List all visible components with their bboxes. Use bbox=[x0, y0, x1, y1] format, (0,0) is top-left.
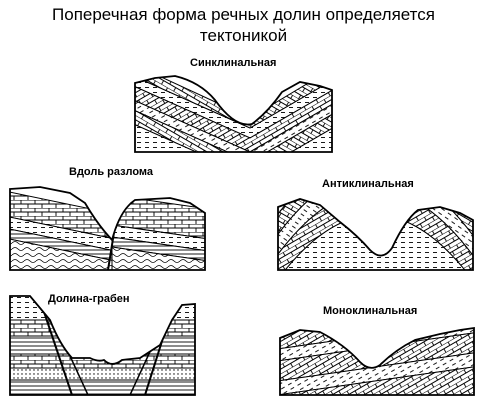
synclinal-label: Синклинальная bbox=[190, 57, 277, 69]
synclinal-diagram bbox=[134, 75, 333, 153]
page-title: Поперечная форма речных долин определяет… bbox=[0, 4, 487, 46]
monoclinal-diagram bbox=[279, 326, 475, 396]
anticlinal-label: Антиклинальная bbox=[322, 178, 414, 190]
graben-diagram bbox=[9, 295, 196, 396]
title-line-2: тектоникой bbox=[199, 26, 288, 45]
monoclinal-label: Моноклинальная bbox=[323, 305, 418, 317]
title-line-1: Поперечная форма речных долин определяет… bbox=[52, 5, 435, 24]
fault-diagram bbox=[9, 186, 206, 271]
fault-label: Вдоль разлома bbox=[69, 166, 153, 178]
graben-label: Долина-грабен bbox=[48, 293, 130, 305]
anticlinal-diagram bbox=[277, 198, 474, 271]
